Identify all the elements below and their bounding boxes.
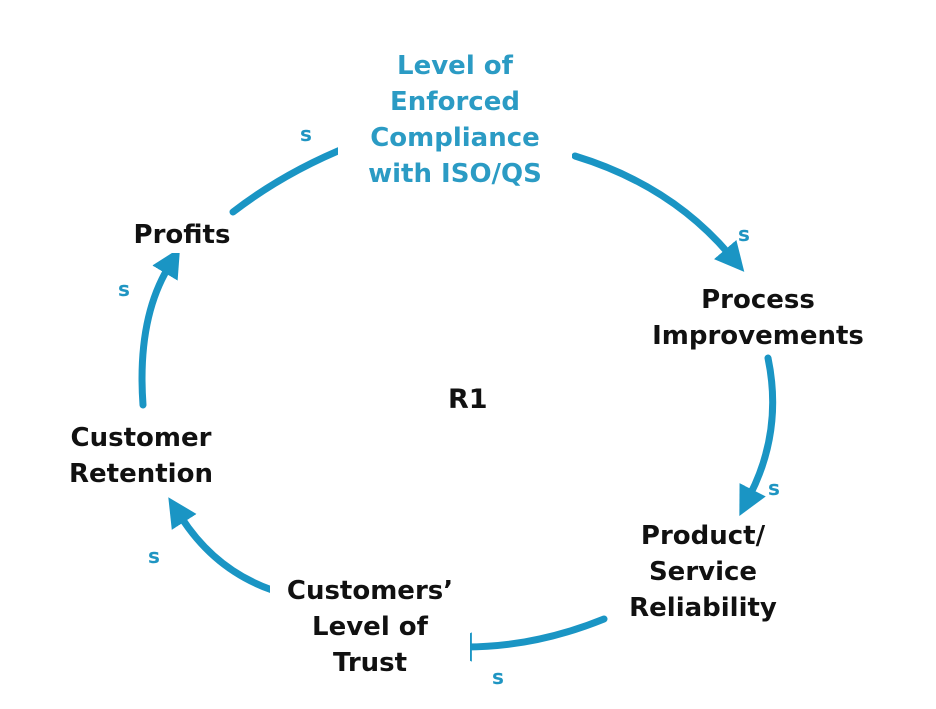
polarity-label-compliance-to-process: s	[738, 222, 750, 246]
node-profits: Profits	[118, 217, 246, 253]
node-product-service-reliability: Product/ Service Reliability	[608, 518, 798, 626]
node-customer-retention: Customer Retention	[52, 420, 230, 492]
link-arrow-compliance-to-process	[571, 152, 745, 272]
polarity-label-retention-to-profits: s	[118, 277, 130, 301]
polarity-label-reliability-to-trust: s	[492, 665, 504, 689]
link-arrow-profits-to-compliance	[229, 134, 372, 216]
polarity-label-process-to-reliability: s	[768, 476, 780, 500]
polarity-label-trust-to-retention: s	[148, 544, 160, 568]
link-arrow-trust-to-retention	[168, 497, 276, 594]
link-arrow-process-to-reliability	[739, 354, 777, 516]
loop-label: R1	[448, 384, 488, 415]
node-customers-level-of-trust: Customers’ Level of Trust	[270, 573, 470, 681]
polarity-label-profits-to-compliance: s	[300, 122, 312, 146]
link-arrow-reliability-to-trust	[442, 615, 608, 662]
node-level-of-enforced-compliance: Level of Enforced Compliance with ISO/QS	[338, 48, 572, 192]
link-arrow-retention-to-profits	[138, 247, 181, 409]
node-process-improvements: Process Improvements	[640, 282, 876, 354]
